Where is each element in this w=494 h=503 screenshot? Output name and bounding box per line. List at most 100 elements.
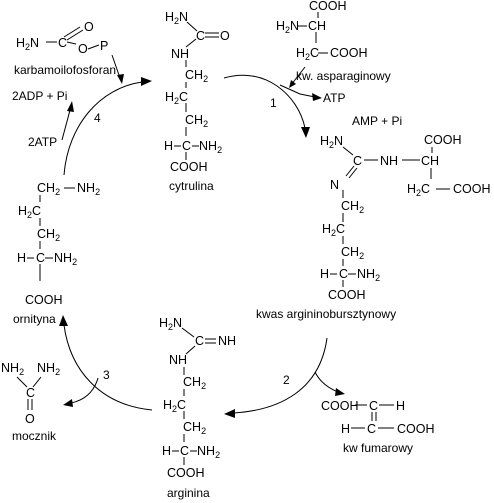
svg-text:H2N: H2N — [165, 10, 188, 26]
svg-text:NH: NH — [380, 154, 398, 168]
step-2: 2 — [283, 373, 290, 387]
reaction-1: ATP 1 — [223, 74, 345, 138]
citrulline-structure: H2N C O NH CH2 H2C CH2 H C NH2 COOH cytr… — [164, 10, 230, 193]
svg-text:H2C: H2C — [407, 182, 430, 198]
svg-text:H: H — [164, 139, 173, 153]
svg-text:CH2: CH2 — [185, 113, 208, 129]
svg-text:H2N: H2N — [16, 36, 39, 52]
svg-text:H: H — [17, 251, 26, 265]
label-ornityna: ornityna — [13, 312, 56, 326]
svg-text:COOH: COOH — [170, 160, 208, 174]
reaction-4: 2ADP + Pi 2ATP 4 — [12, 54, 152, 176]
svg-text:H2C: H2C — [296, 46, 319, 62]
svg-text:COOH: COOH — [167, 466, 205, 480]
svg-text:H2C: H2C — [163, 398, 186, 414]
reagent-2adp-pi: 2ADP + Pi — [12, 89, 67, 103]
svg-text:C: C — [195, 334, 204, 348]
arginine-structure: H2N C NH NH CH2 H2C CH2 H C NH2 COOH arg… — [159, 316, 236, 500]
svg-text:C: C — [367, 422, 376, 436]
svg-text:O: O — [220, 29, 230, 43]
svg-text:C: C — [339, 267, 348, 281]
svg-text:C: C — [196, 29, 205, 43]
aspartate-structure: COOH H2N CH H2C COOH kw. asparaginowy — [276, 0, 391, 88]
svg-text:COOH: COOH — [453, 182, 491, 196]
svg-text:C: C — [58, 36, 67, 50]
svg-text:COOH: COOH — [25, 293, 63, 307]
svg-text:NH: NH — [169, 353, 187, 367]
svg-text:C: C — [353, 154, 362, 168]
label-kwas-argininobursztynowy: kwas argininobursztynowy — [256, 307, 396, 321]
svg-text:O: O — [84, 20, 94, 34]
svg-text:CH2: CH2 — [37, 227, 60, 243]
svg-text:N: N — [330, 178, 339, 192]
svg-text:C: C — [26, 386, 35, 400]
svg-text:H2C: H2C — [322, 222, 345, 238]
step-1: 1 — [270, 96, 277, 110]
svg-text:COOH: COOH — [309, 0, 347, 13]
ornithine-structure: CH2 NH2 H2C CH2 H C NH2 COOH ornityna — [13, 181, 100, 326]
arrow-fumarate-out — [314, 371, 339, 393]
svg-text:NH2: NH2 — [37, 361, 60, 377]
svg-text:COOH: COOH — [397, 422, 435, 436]
svg-text:H2C: H2C — [165, 90, 188, 106]
svg-text:C: C — [180, 444, 189, 458]
svg-text:NH2: NH2 — [357, 267, 380, 283]
argininosuccinate-structure: AMP + Pi H2N C NH CH COOH H2C COOH N CH2… — [256, 114, 491, 321]
svg-text:CH2: CH2 — [183, 420, 206, 436]
svg-text:NH: NH — [171, 47, 189, 61]
arrow-carbamoyl-in — [111, 54, 121, 79]
label-cytrulina: cytrulina — [169, 179, 214, 193]
arrow-urea-out — [70, 377, 99, 404]
svg-text:CH2: CH2 — [341, 245, 364, 261]
step-4: 4 — [94, 111, 101, 125]
label-karbamoilofosforan: karbamoilofosforan — [14, 63, 116, 77]
reagent-2atp: 2ATP — [28, 135, 57, 149]
arrow-step-3 — [63, 324, 153, 411]
label-kw-fumarowy: kw fumarowy — [343, 441, 413, 455]
arrow-atp-out — [279, 84, 316, 98]
svg-text:H: H — [320, 267, 329, 281]
svg-text:O: O — [78, 42, 88, 56]
svg-text:CH2: CH2 — [185, 68, 208, 84]
svg-text:COOH: COOH — [424, 133, 462, 147]
svg-text:H: H — [396, 399, 405, 413]
svg-text:P: P — [100, 39, 108, 53]
svg-text:C: C — [369, 399, 378, 413]
svg-text:CH2: CH2 — [183, 375, 206, 391]
reagent-amp-pi: AMP + Pi — [352, 114, 402, 128]
svg-text:NH2: NH2 — [77, 181, 100, 197]
svg-text:NH2: NH2 — [1, 361, 24, 377]
svg-text:NH2: NH2 — [199, 139, 222, 155]
svg-text:COOH: COOH — [330, 46, 368, 60]
arrow-step-4 — [63, 81, 143, 176]
step-3: 3 — [103, 368, 110, 382]
reaction-2: 2 — [224, 337, 345, 418]
arrow-step-1 — [223, 74, 306, 129]
svg-text:NH2: NH2 — [54, 251, 77, 267]
reagent-atp: ATP — [323, 91, 345, 105]
svg-text:H2N: H2N — [276, 19, 299, 35]
arrow-adp-out — [61, 109, 71, 141]
svg-text:C: C — [36, 251, 45, 265]
reaction-3: 3 — [59, 315, 153, 411]
svg-text:COOH: COOH — [328, 288, 366, 302]
fumarate-structure: COOH C H H C COOH kw fumarowy — [321, 399, 435, 455]
label-kw-asparaginowy: kw. asparaginowy — [296, 69, 391, 83]
label-arginina: arginina — [167, 486, 210, 500]
label-mocznik: mocznik — [12, 429, 57, 443]
svg-text:CH: CH — [308, 19, 326, 33]
svg-text:NH: NH — [218, 334, 236, 348]
svg-text:H: H — [341, 422, 350, 436]
svg-text:O: O — [25, 412, 35, 426]
svg-text:COOH: COOH — [321, 399, 359, 413]
carbamoyl-phosphate-structure: H2N C O O P karbamoilofosforan — [14, 20, 116, 77]
svg-text:H2N: H2N — [159, 316, 182, 332]
svg-text:CH: CH — [421, 154, 439, 168]
svg-text:H2C: H2C — [18, 204, 41, 220]
svg-text:CH2: CH2 — [37, 181, 60, 197]
urea-structure: NH2 NH2 C O mocznik — [1, 361, 60, 443]
svg-text:H: H — [162, 444, 171, 458]
arrow-step-2 — [233, 337, 328, 414]
